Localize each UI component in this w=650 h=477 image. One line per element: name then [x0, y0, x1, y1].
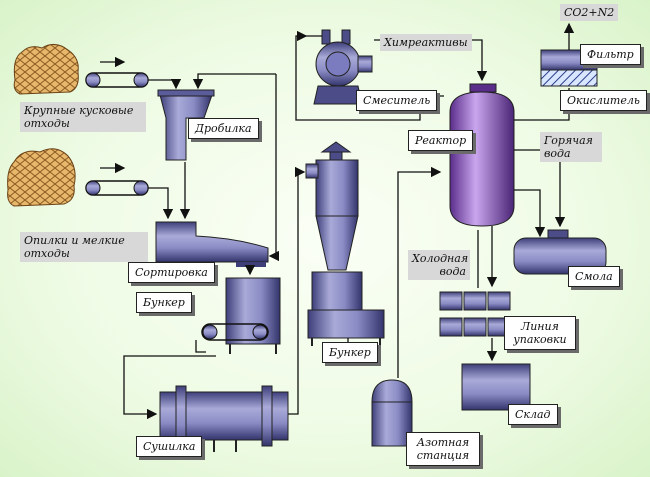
warehouse-unit — [461, 363, 531, 411]
conveyor-2 — [85, 180, 149, 196]
nitrogen-station-label: Азотная станция — [406, 432, 480, 466]
conveyor-1 — [85, 72, 149, 88]
coarse-waste-label: Крупные кусковые отходы — [20, 102, 146, 132]
crusher-unit — [157, 89, 215, 161]
co2-n2-label: CO2+N2 — [560, 4, 619, 21]
mixer-label: Смеситель — [356, 90, 438, 111]
coarse-waste-pile — [13, 44, 79, 95]
cold-water-label: Холодная вода — [408, 250, 470, 280]
reactor-unit — [449, 83, 515, 227]
crusher-label: Дробилка — [188, 118, 259, 139]
dryer-unit — [159, 385, 289, 452]
packing-line-label: Линия упаковки — [504, 316, 576, 350]
hot-water-label: Горячая вода — [540, 132, 602, 162]
warehouse-label: Склад — [508, 404, 558, 425]
fine-waste-pile — [7, 148, 76, 207]
nitrogen-station-unit — [371, 379, 413, 447]
chemicals-label: Химреактивы — [380, 34, 472, 51]
sorting-unit — [155, 221, 269, 267]
resin-tank — [513, 229, 607, 275]
fine-waste-label: Опилки и мелкие отходы — [20, 232, 148, 262]
dryer-label: Сушилка — [136, 436, 203, 457]
bunker-1-label: Бункер — [136, 292, 192, 313]
filter-label: Фильтр — [580, 44, 641, 65]
reactor-label: Реактор — [408, 130, 474, 151]
cyclone-bunker-2-unit — [305, 141, 385, 346]
sorting-label: Сортировка — [128, 262, 215, 283]
bunker-1-unit — [201, 277, 281, 354]
oxidizer-label: Окислитель — [560, 90, 647, 111]
mixer-unit — [313, 29, 373, 105]
resin-label: Смола — [568, 266, 620, 287]
packing-line-unit — [439, 291, 511, 337]
bunker-2-label: Бункер — [322, 342, 378, 363]
coarse-waste-text: Крупные кусковые отходы — [24, 104, 134, 130]
